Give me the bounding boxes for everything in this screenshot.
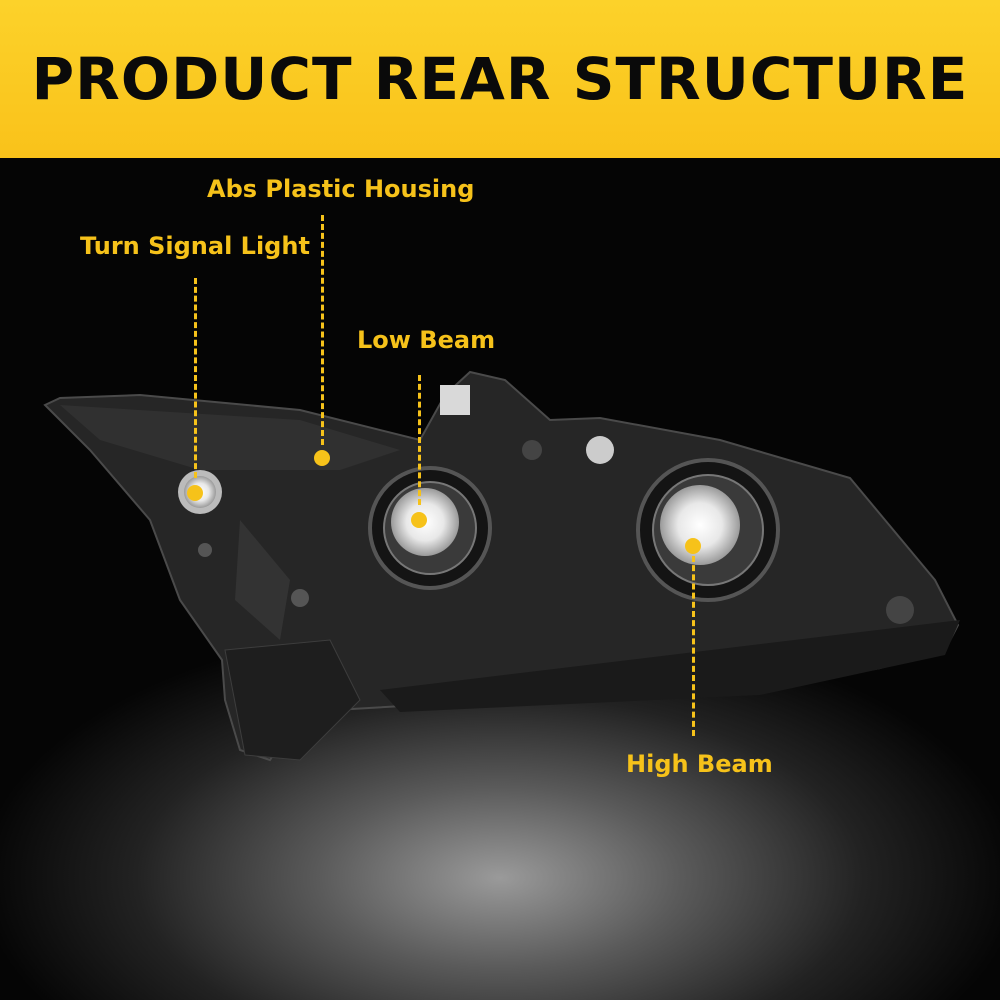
callout-dot-turn-signal — [187, 485, 203, 501]
callout-line-low-beam — [418, 375, 421, 505]
headlight-rear-image — [43, 370, 960, 762]
header-banner: PRODUCT REAR STRUCTURE — [0, 0, 1000, 158]
callout-line-high-beam — [692, 556, 695, 736]
callout-dot-low-beam — [411, 512, 427, 528]
callout-dot-housing — [314, 450, 330, 466]
callout-line-turn-signal — [194, 278, 197, 478]
callout-label-low-beam: Low Beam — [357, 326, 496, 354]
product-stage: Abs Plastic Housing Turn Signal Light Lo… — [0, 158, 1000, 1000]
callout-line-housing — [321, 215, 324, 445]
callout-label-turn-signal: Turn Signal Light — [80, 232, 310, 260]
callout-dot-high-beam — [685, 538, 701, 554]
page-title: PRODUCT REAR STRUCTURE — [31, 45, 969, 113]
callout-label-housing: Abs Plastic Housing — [207, 175, 475, 203]
callout-label-high-beam: High Beam — [626, 750, 773, 778]
